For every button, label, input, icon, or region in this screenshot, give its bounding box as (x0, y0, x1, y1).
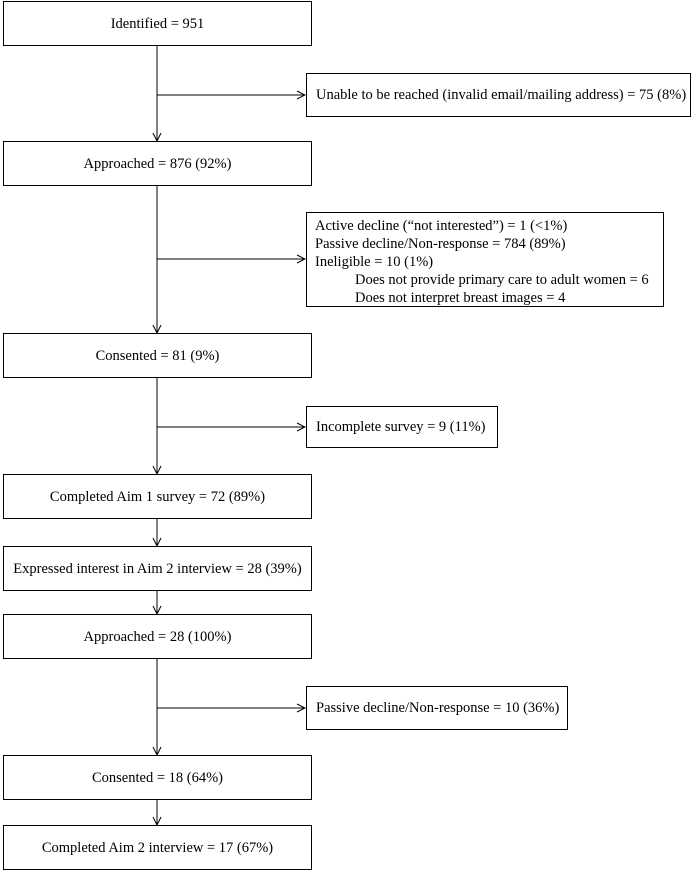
box-approached-2: Approached = 28 (100%) (3, 614, 312, 659)
consented-label: Consented = 81 (9%) (95, 347, 220, 364)
incomplete-survey-label: Incomplete survey = 9 (11%) (316, 419, 486, 435)
box-passive-decline-2: Passive decline/Non-response = 10 (36%) (306, 686, 568, 730)
consented-2-label: Consented = 18 (64%) (91, 769, 223, 786)
box-completed-aim1: Completed Aim 1 survey = 72 (89%) (3, 474, 312, 519)
box-incomplete-survey: Incomplete survey = 9 (11%) (306, 406, 498, 448)
box-consented-2: Consented = 18 (64%) (3, 755, 312, 800)
box-interest-aim2: Expressed interest in Aim 2 interview = … (3, 546, 312, 591)
approached-2-label: Approached = 28 (100%) (83, 628, 232, 645)
unreachable-label: Unable to be reached (invalid email/mail… (316, 87, 687, 103)
approached-label: Approached = 876 (92%) (83, 155, 232, 172)
no-primary-care-label: Does not provide primary care to adult w… (355, 272, 649, 288)
box-exclusions: Active decline (“not interested”) = 1 (<… (306, 212, 664, 307)
completed-aim1-label: Completed Aim 1 survey = 72 (89%) (49, 488, 266, 505)
active-decline-label: Active decline (“not interested”) = 1 (<… (315, 218, 568, 234)
box-unreachable: Unable to be reached (invalid email/mail… (306, 73, 691, 117)
box-consented: Consented = 81 (9%) (3, 333, 312, 378)
passive-decline-label: Passive decline/Non-response = 784 (89%) (315, 236, 566, 252)
interest-aim2-label: Expressed interest in Aim 2 interview = … (13, 560, 302, 577)
ineligible-label: Ineligible = 10 (1%) (315, 254, 434, 270)
identified-label: Identified = 951 (110, 15, 205, 32)
passive-decline-2-label: Passive decline/Non-response = 10 (36%) (316, 700, 560, 716)
box-completed-aim2: Completed Aim 2 interview = 17 (67%) (3, 825, 312, 870)
box-identified: Identified = 951 (3, 1, 312, 46)
box-approached: Approached = 876 (92%) (3, 141, 312, 186)
no-breast-images-label: Does not interpret breast images = 4 (355, 290, 566, 306)
completed-aim2-label: Completed Aim 2 interview = 17 (67%) (41, 839, 274, 856)
